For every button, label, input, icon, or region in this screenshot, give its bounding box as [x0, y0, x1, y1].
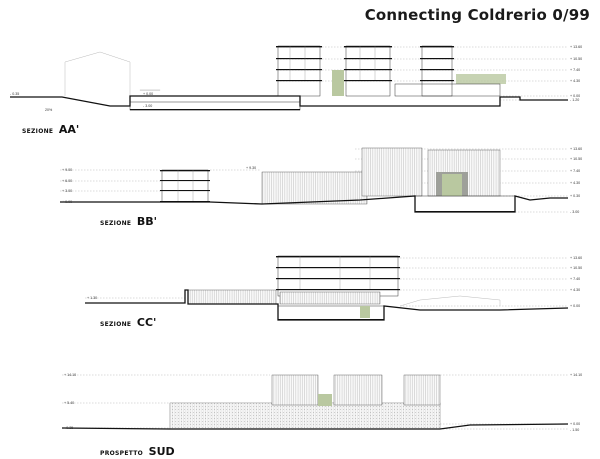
section-label-code: BB'	[137, 215, 157, 228]
tree-3	[360, 306, 370, 318]
level-label: + 13.60	[570, 147, 582, 151]
neighbour-outline-cc	[400, 296, 500, 306]
tree-1	[332, 70, 344, 96]
tower-2-facade	[334, 375, 382, 405]
level-label: + 4.30	[570, 288, 580, 292]
neighbour-house-outline	[65, 52, 130, 96]
tree-4	[318, 394, 332, 406]
level-label: - 1.20	[570, 98, 579, 102]
level-label: + 0.00	[570, 422, 580, 426]
level-label: + 9.00	[62, 168, 72, 172]
level-label: + 5.40	[64, 401, 74, 405]
towers-bb	[362, 148, 515, 212]
level-label: + 6.00	[62, 179, 72, 183]
house-bb	[160, 170, 210, 202]
building-cc	[276, 256, 400, 320]
section-bb: + 13.60 + 10.50 + 7.40 + 4.30 + 0.30 - 3…	[60, 147, 582, 214]
section-label-sud: PROSPETTO SUD	[100, 440, 175, 459]
roof-garden	[456, 74, 506, 84]
section-label-prefix: SEZIONE	[22, 128, 53, 135]
level-label: + 7.40	[570, 169, 580, 173]
slope-label: 20%	[45, 108, 53, 112]
level-label: + 0.00	[570, 304, 580, 308]
level-label: + 7.40	[570, 68, 580, 72]
level-label: + 0.00	[62, 200, 72, 204]
level-label: + 7.40	[570, 277, 580, 281]
section-label-aa: SEZIONE AA'	[22, 118, 79, 137]
level-label: - 0.35	[10, 92, 19, 96]
section-aa-ground-line	[10, 96, 568, 106]
sheet-title: Connecting Coldrerio 0/99	[365, 6, 590, 24]
level-label: + 13.60	[570, 45, 582, 49]
section-label-prefix: SEZIONE	[100, 321, 131, 328]
tower-3	[420, 46, 454, 96]
level-label: + 10.50	[570, 157, 582, 161]
level-label: + 10.50	[570, 266, 582, 270]
level-label: + 4.30	[570, 79, 580, 83]
level-label: - 0.35	[64, 426, 73, 430]
tower-2	[344, 46, 392, 96]
level-label: + 9.30	[246, 166, 256, 170]
tower-3-facade	[404, 375, 440, 405]
section-aa-level-lines	[10, 47, 568, 100]
level-label: - 1.50	[570, 428, 579, 432]
level-label: + 10.50	[570, 57, 582, 61]
tree-2	[442, 174, 462, 196]
elevation-south: + 14.10 + 5.40 - 0.35 + 14.10 + 0.00 - 1…	[62, 373, 582, 432]
level-label: - 3.00	[143, 104, 152, 108]
level-label: + 3.00	[62, 189, 72, 193]
section-label-code: AA'	[59, 123, 79, 136]
level-label: + 4.30	[570, 181, 580, 185]
level-label: + 14.10	[64, 373, 76, 377]
section-label-prefix: SEZIONE	[100, 220, 131, 227]
section-aa: 20% + 13.60 + 10.50 + 7.40 + 4.30 + 0.00…	[10, 45, 582, 112]
level-label: + 13.60	[570, 256, 582, 260]
section-label-bb: SEZIONE BB'	[100, 210, 157, 229]
section-label-code: CC'	[137, 316, 157, 329]
level-label: - 3.00	[570, 210, 579, 214]
level-label: + 0.00	[143, 92, 153, 96]
level-label: + 0.30	[570, 194, 580, 198]
low-block-cc	[188, 290, 276, 304]
tower-1	[276, 46, 322, 96]
level-label: + 1.30	[87, 296, 97, 300]
tower-1-facade	[272, 375, 318, 405]
level-label: + 14.10	[570, 373, 582, 377]
section-label-cc: SEZIONE CC'	[100, 311, 156, 330]
section-cc: + 13.60 + 10.50 + 7.40 + 4.30 + 0.00 + 1…	[85, 256, 582, 320]
section-label-prefix: PROSPETTO	[100, 450, 143, 457]
facade-elevation-bb	[262, 172, 367, 204]
basement-outline	[130, 102, 300, 110]
